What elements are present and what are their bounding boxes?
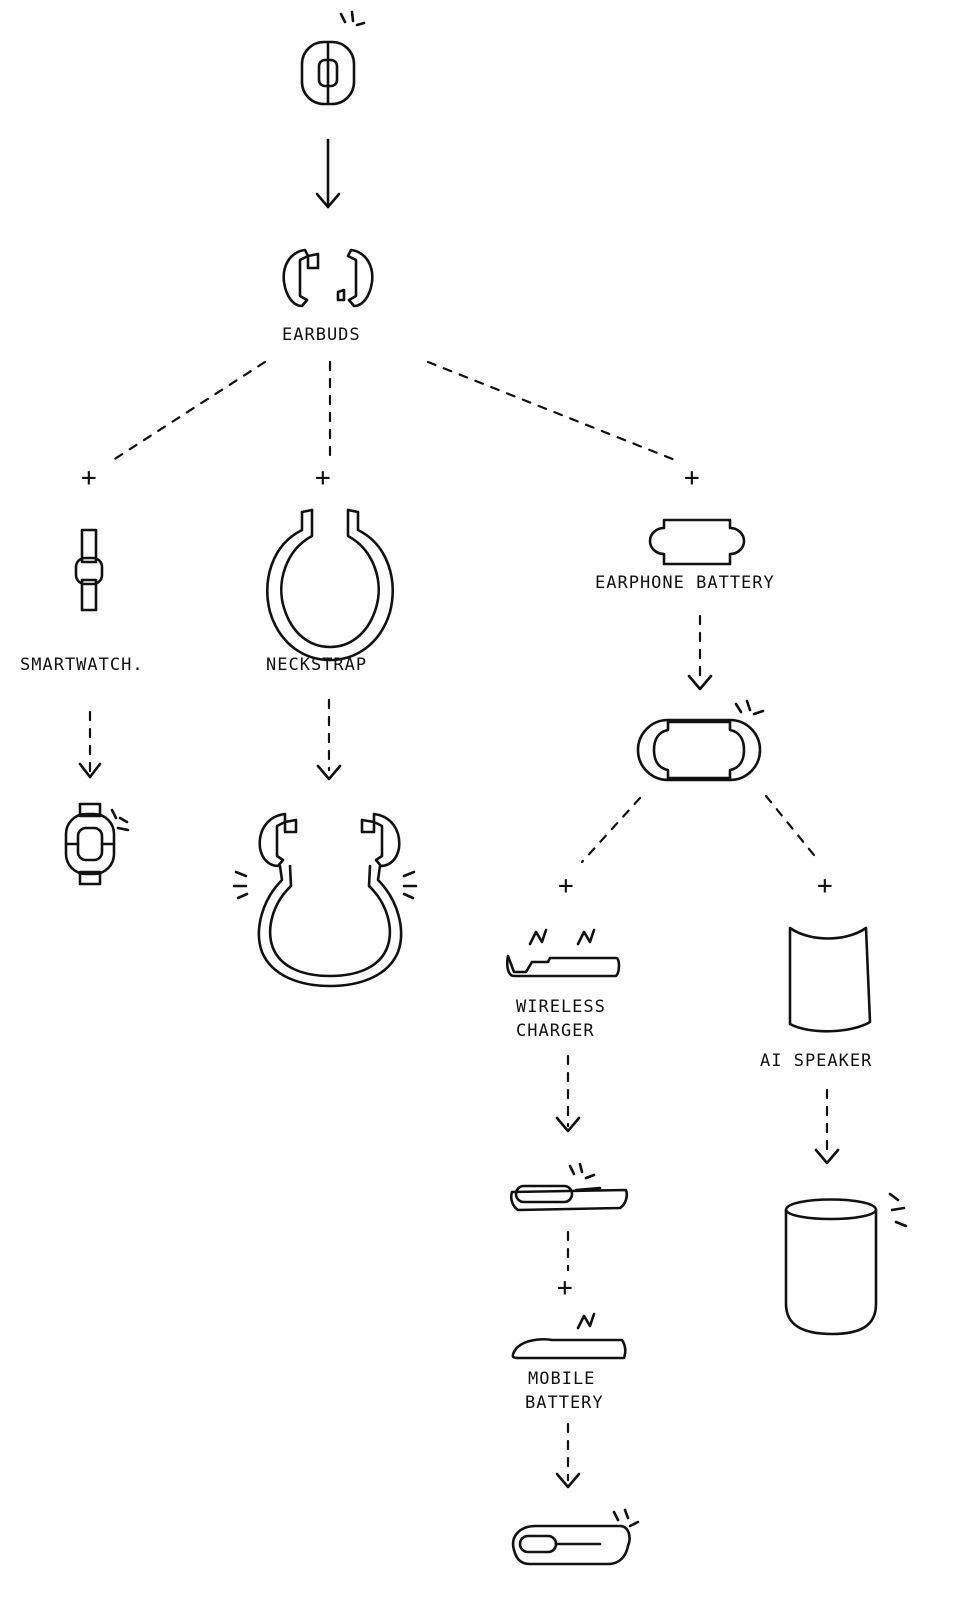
mobile-battery-with-earbud-icon: [511, 1524, 631, 1566]
earbud-case-combined-icon: [300, 40, 356, 106]
dashed-arrow-neckstrap: [316, 698, 342, 781]
glow-marks-icon: [734, 699, 765, 716]
label-mobile-battery-line1: MOBILE: [528, 1369, 595, 1389]
earbuds-icon: [282, 248, 374, 308]
glow-marks-icon: [568, 1162, 596, 1180]
plus-earphone-battery: +: [684, 463, 701, 493]
label-ai-speaker: AI SPEAKER: [760, 1051, 872, 1071]
earphone-battery-icon: [648, 518, 746, 566]
ai-speaker-icon: [788, 926, 872, 1033]
earphone-battery-with-earbuds-icon: [636, 718, 762, 782]
lightning-icon: [528, 928, 596, 946]
ai-speaker-with-earbud-icon: [784, 1198, 878, 1336]
label-smartwatch: SMARTWATCH.: [20, 655, 144, 675]
dashed-arrow-smartwatch: [78, 710, 102, 779]
glow-marks-icon: [888, 1192, 908, 1228]
branch-line-earphone-battery: [426, 360, 682, 464]
dashed-arrow-mobile-battery: [555, 1422, 581, 1489]
glow-marks-icon: [339, 10, 366, 27]
wireless-charger-icon: [505, 954, 621, 978]
label-neckstrap: NECKSTRAP: [266, 655, 367, 675]
arrow-down-icon: [315, 138, 341, 209]
dashed-arrow-wireless-charger: [555, 1054, 581, 1133]
label-earphone-battery: EARPHONE BATTERY: [595, 573, 775, 593]
glow-marks-icon: [232, 870, 418, 900]
smartwatch-with-earbud-icon: [64, 802, 116, 886]
plus-neckstrap: +: [315, 463, 332, 493]
label-wireless-charger-line2: CHARGER: [516, 1021, 595, 1041]
glow-marks-icon: [110, 808, 130, 832]
wireless-charger-with-battery-icon: [509, 1184, 629, 1212]
glow-marks-icon: [612, 1508, 640, 1528]
label-mobile-battery-line2: BATTERY: [525, 1393, 604, 1413]
plus-wireless-charger: +: [558, 871, 575, 901]
neckstrap-with-earbuds-icon: [257, 812, 403, 988]
lightning-icon: [576, 1312, 596, 1330]
mobile-battery-icon: [511, 1338, 627, 1360]
branch-line-ai-speaker: [764, 794, 820, 862]
smartwatch-icon: [74, 528, 104, 612]
label-wireless-charger-line1: WIRELESS: [516, 997, 606, 1017]
dashed-arrow-ai-speaker: [814, 1088, 840, 1165]
label-earbuds: EARBUDS: [282, 325, 361, 345]
plus-mobile-battery: +: [557, 1273, 574, 1303]
branch-line-smartwatch: [108, 360, 267, 464]
neckstrap-icon: [266, 508, 394, 662]
plus-smartwatch: +: [81, 463, 98, 493]
branch-line-wireless-charger: [580, 796, 642, 864]
plus-ai-speaker: +: [817, 871, 834, 901]
dashed-arrow-earphone-battery: [687, 614, 713, 691]
